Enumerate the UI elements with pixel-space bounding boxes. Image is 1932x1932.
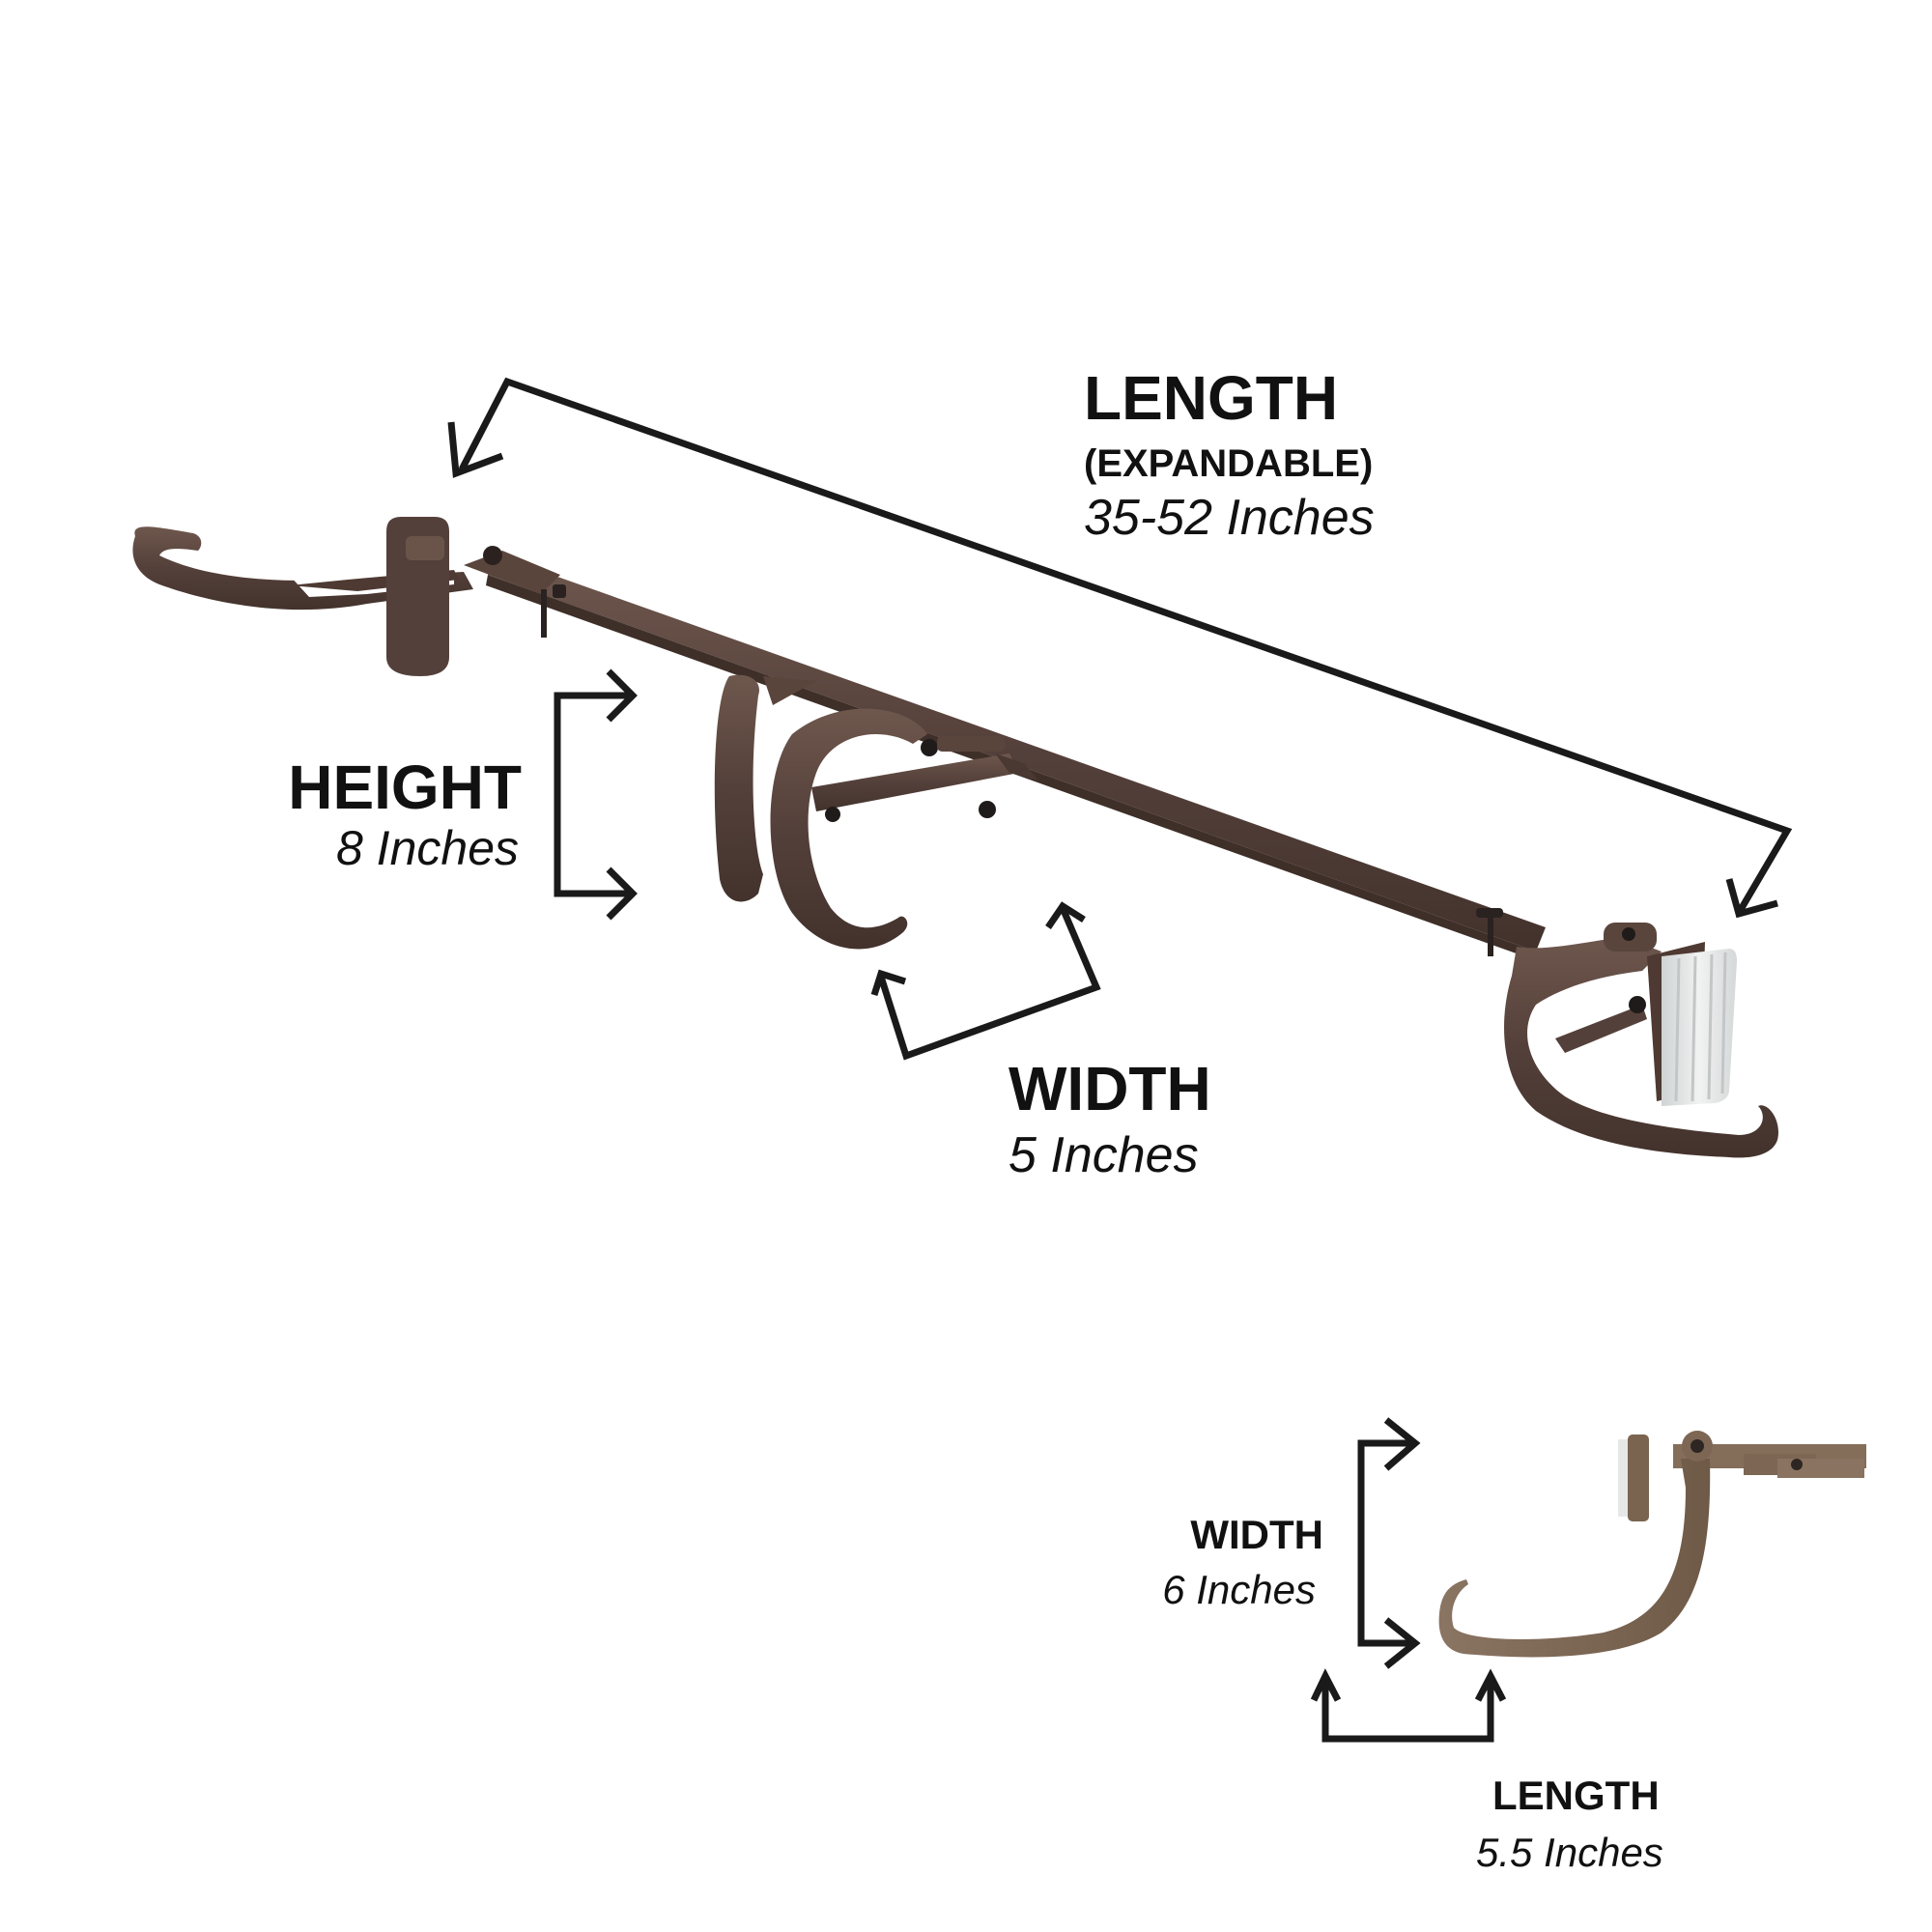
curtain-rod-icon xyxy=(132,517,1778,1158)
bracket-width-value: 6 Inches xyxy=(1162,1567,1316,1612)
height-title: HEIGHT xyxy=(288,753,522,822)
width-value: 5 Inches xyxy=(1009,1127,1199,1183)
bracket-length-title: LENGTH xyxy=(1492,1773,1660,1818)
bracket-width-title: WIDTH xyxy=(1190,1512,1323,1557)
length-value: 35-52 Inches xyxy=(1084,490,1375,546)
length-note: (EXPANDABLE) xyxy=(1084,442,1374,485)
dimension-arrow-icon xyxy=(1310,1417,1507,1743)
bracket-icon xyxy=(1438,1431,1866,1658)
bracket-length-value: 5.5 Inches xyxy=(1476,1830,1663,1875)
width-title: WIDTH xyxy=(1009,1054,1211,1123)
height-value: 8 Inches xyxy=(335,821,519,875)
dimension-arrow-icon xyxy=(447,377,1793,1061)
length-title: LENGTH xyxy=(1084,363,1339,433)
